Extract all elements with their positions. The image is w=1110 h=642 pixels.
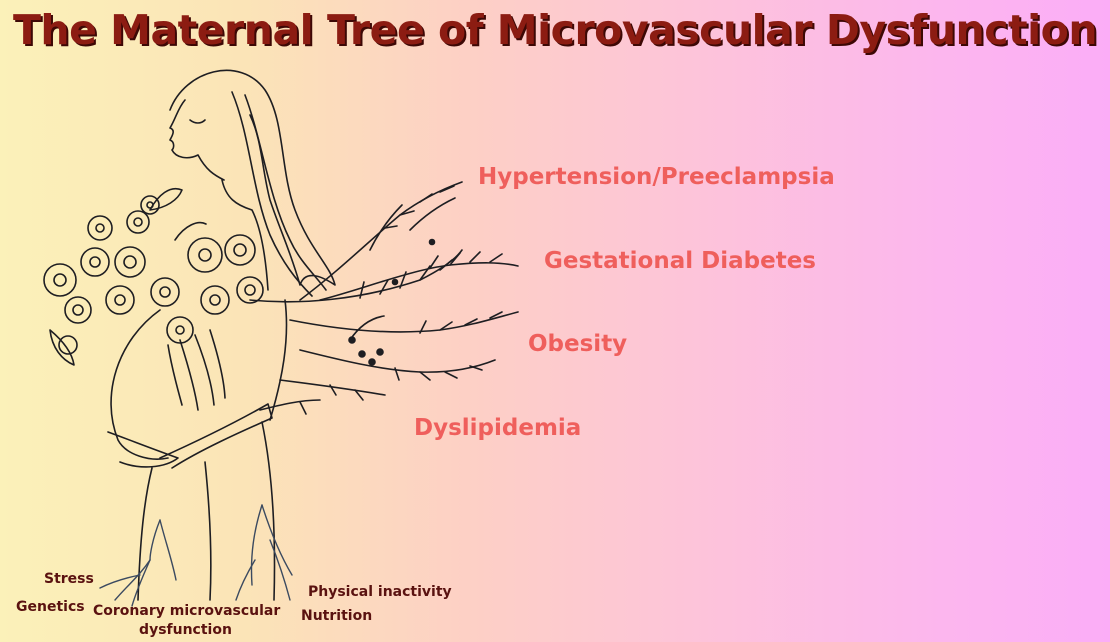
root-label-coronary: Coronary microvascular dysfunction bbox=[93, 602, 278, 640]
face-profile bbox=[170, 100, 224, 180]
root-label-nutrition: Nutrition bbox=[301, 607, 372, 626]
root-label-coronary-line1: Coronary microvascular bbox=[93, 602, 278, 621]
olive-branches bbox=[250, 182, 518, 414]
flower-bouquet bbox=[44, 189, 263, 410]
branch-label-hypertension: Hypertension/Preeclampsia bbox=[478, 164, 835, 190]
torso-back bbox=[270, 300, 287, 420]
root-label-genetics: Genetics bbox=[16, 598, 85, 617]
branch-label-obesity: Obesity bbox=[528, 331, 627, 357]
root-label-stress: Stress bbox=[44, 570, 94, 589]
left-leg bbox=[138, 468, 152, 600]
branch-label-dyslipidemia: Dyslipidemia bbox=[414, 415, 581, 441]
neck-shoulder bbox=[222, 180, 268, 290]
root-label-coronary-line2: dysfunction bbox=[93, 621, 278, 640]
closed-eye bbox=[190, 120, 205, 123]
cradling-hand bbox=[108, 432, 178, 467]
inner-leg bbox=[205, 462, 211, 600]
hair-outline bbox=[170, 70, 335, 285]
root-label-physical-inactivity: Physical inactivity bbox=[308, 583, 452, 602]
branch-label-gestational-diabetes: Gestational Diabetes bbox=[544, 248, 816, 274]
roots bbox=[100, 505, 292, 606]
